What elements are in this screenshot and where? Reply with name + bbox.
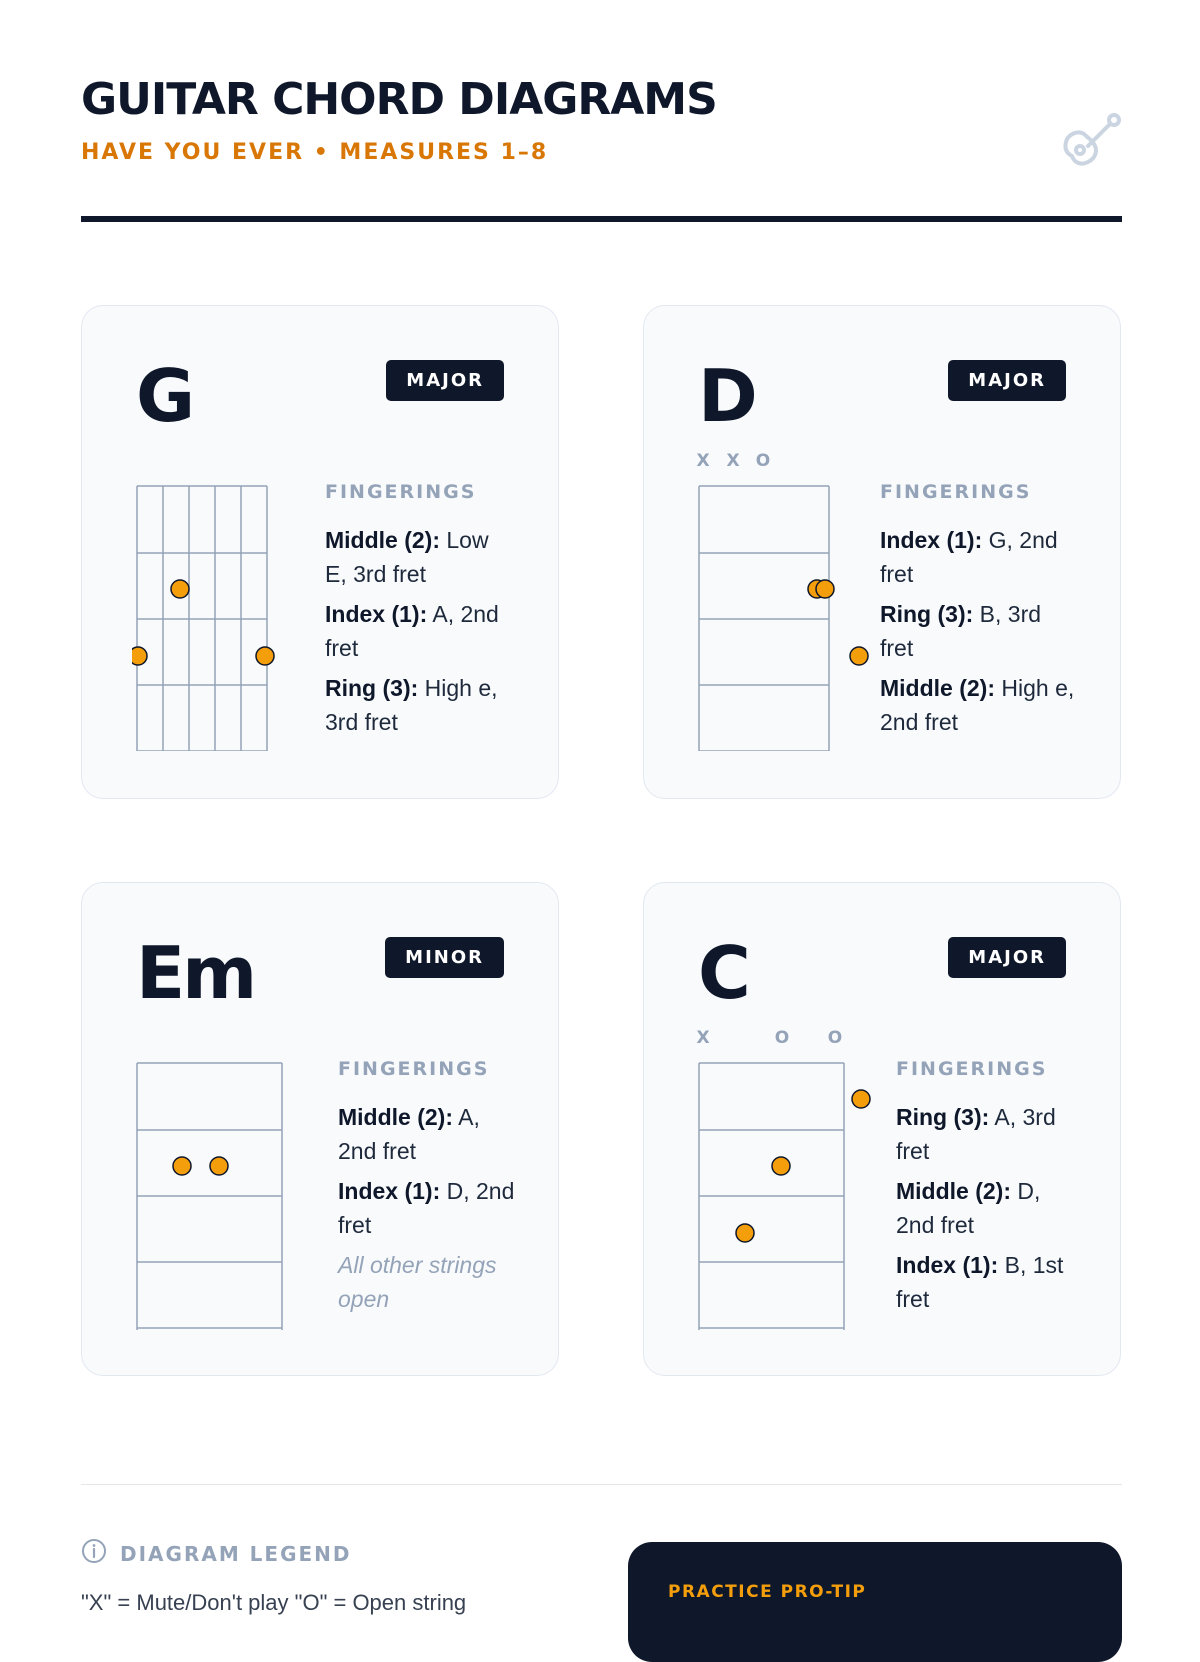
fingerings-heading: FINGERINGS xyxy=(325,481,477,503)
string-marker: O xyxy=(775,1028,789,1048)
fingering-item: Ring (3): A, 3rd fret xyxy=(896,1104,1056,1164)
string-marker: X xyxy=(696,451,709,471)
fingering-item: Index (1): A, 2nd fret xyxy=(325,601,499,661)
fingering-item: Ring (3): B, 3rd fret xyxy=(880,601,1042,661)
finger-dot xyxy=(771,1156,791,1176)
finger-dot xyxy=(851,1089,871,1109)
chord-diagram: X O O xyxy=(696,1028,871,1330)
finger-dot xyxy=(132,646,148,666)
chord-name: D xyxy=(698,354,758,438)
guitar-icon xyxy=(1063,113,1121,166)
legend-text: "X" = Mute/Don't play "O" = Open string xyxy=(81,1590,467,1615)
chord-name: Em xyxy=(136,931,257,1015)
header-rule xyxy=(81,216,1122,222)
fingering-item: Ring (3): High e, 3rd fret xyxy=(325,675,498,735)
finger-dot xyxy=(815,579,835,599)
fingerings: FINGERINGS Middle (2): Low E, 3rd fret I… xyxy=(325,481,515,745)
protip-label: PRACTICE PRO-TIP xyxy=(668,1582,867,1602)
page-subtitle: HAVE YOU EVER • MEASURES 1–8 xyxy=(81,140,549,165)
finger-dot xyxy=(170,579,190,599)
string-marker: O xyxy=(756,451,770,471)
chord-diagram xyxy=(132,485,275,751)
fingerings: FINGERINGS Index (1): G, 2nd fret Ring (… xyxy=(880,481,1080,745)
fingering-item: Index (1): D, 2nd fret xyxy=(338,1178,515,1238)
finger-dot xyxy=(849,646,869,666)
fingering-item: Middle (2): Low E, 3rd fret xyxy=(325,527,489,587)
chord-diagram xyxy=(136,1062,283,1330)
fingering-item: Index (1): B, 1st fret xyxy=(896,1252,1064,1312)
info-icon xyxy=(82,1539,106,1563)
chord-type-badge: MAJOR xyxy=(386,360,504,401)
finger-dot xyxy=(255,646,275,666)
header: GUITAR CHORD DIAGRAMS HAVE YOU EVER • ME… xyxy=(81,74,1122,166)
practice-tip-card: PRACTICE PRO-TIP xyxy=(628,1542,1122,1662)
chord-diagram: X X O xyxy=(696,451,869,751)
chord-card-em: Em MINOR FINGERINGS Middle (2): A, 2nd f… xyxy=(81,882,559,1376)
chord-name: G xyxy=(136,354,195,438)
chord-card-g: G MAJOR FINGERINGS Middle (2): Low E, 3r… xyxy=(81,305,559,799)
fingering-item: Middle (2): D, 2nd fret xyxy=(896,1178,1041,1238)
finger-dot xyxy=(735,1223,755,1243)
fingerings-heading: FINGERINGS xyxy=(338,1058,490,1080)
finger-dot xyxy=(209,1156,229,1176)
chord-card-d: D MAJOR X X O FINGERINGS Index (1): G, 2… xyxy=(643,305,1121,799)
fingerings: FINGERINGS Ring (3): A, 3rd fret Middle … xyxy=(896,1058,1081,1322)
chord-card-c: C MAJOR X O O FINGERINGS Ring (3): A, 3r… xyxy=(643,882,1121,1376)
fingering-item: Index (1): G, 2nd fret xyxy=(880,527,1058,587)
string-marker: X xyxy=(696,1028,709,1048)
page-title: GUITAR CHORD DIAGRAMS xyxy=(81,74,718,125)
chord-name: C xyxy=(698,931,751,1015)
finger-dot xyxy=(172,1156,192,1176)
chord-type-badge: MAJOR xyxy=(948,937,1066,978)
chord-type-badge: MINOR xyxy=(385,937,504,978)
fingerings-heading: FINGERINGS xyxy=(896,1058,1048,1080)
section-divider xyxy=(81,1484,1122,1485)
fingerings-heading: FINGERINGS xyxy=(880,481,1032,503)
fingering-note: All other strings open xyxy=(338,1252,497,1312)
fingering-item: Middle (2): High e, 2nd fret xyxy=(880,675,1075,735)
fingering-item: Middle (2): A, 2nd fret xyxy=(338,1104,480,1164)
chord-type-badge: MAJOR xyxy=(948,360,1066,401)
legend-title: DIAGRAM LEGEND xyxy=(120,1542,352,1566)
string-marker: O xyxy=(828,1028,842,1048)
string-marker: X xyxy=(726,451,739,471)
fingerings: FINGERINGS Middle (2): A, 2nd fret Index… xyxy=(338,1058,518,1316)
